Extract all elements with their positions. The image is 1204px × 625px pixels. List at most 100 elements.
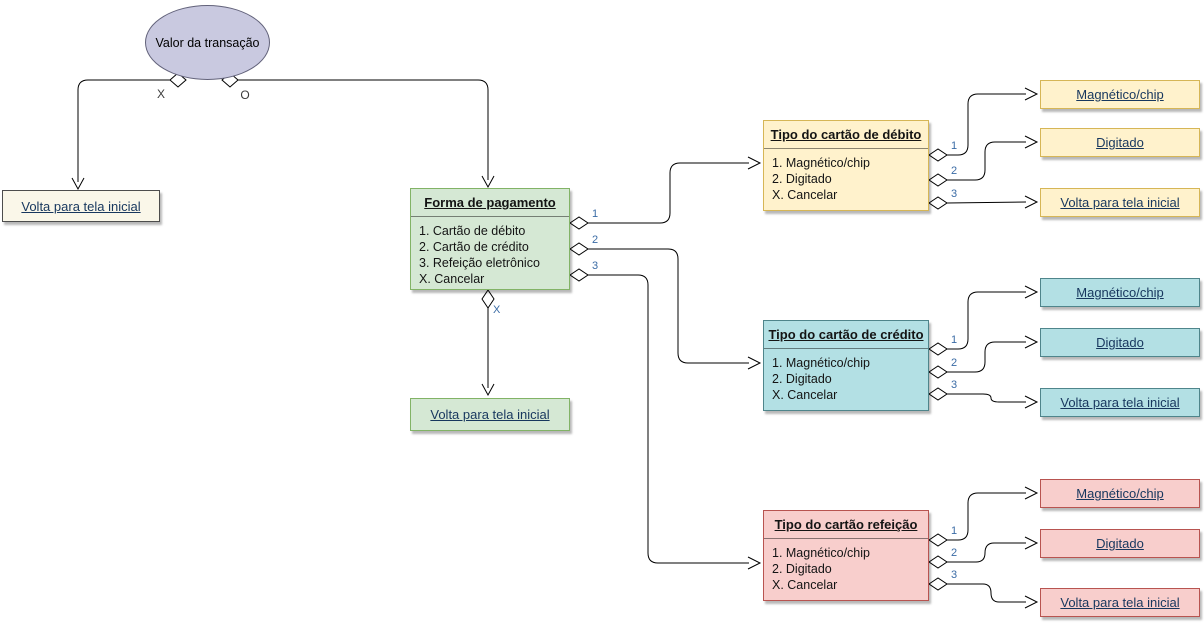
output-label: Magnético/chip [1076,486,1164,501]
connector-line [234,79,489,180]
menu-item[interactable]: 2. Cartão de crédito [419,240,529,254]
menu-item[interactable]: 1. Magnético/chip [772,156,870,170]
meal-menu-node[interactable]: Tipo do cartão refeição 1. Magnético/chi… [763,510,929,601]
branch-label: O [240,88,249,102]
meal-menu-items: 1. Magnético/chip 2. Digitado X. Cancela… [764,539,928,593]
menu-item[interactable]: X. Cancelar [772,388,838,402]
arrowhead-icon [1024,395,1039,409]
debit-output-home[interactable]: Volta para tela inicial [1040,188,1200,217]
branch-label: X [157,87,165,101]
connector-diamond-icon [928,533,948,547]
connector-label: 3 [951,188,957,200]
arrowhead-icon [747,156,762,170]
credit-output-typed[interactable]: Digitado [1040,328,1200,357]
connector-line [947,341,1026,373]
output-label: Volta para tela inicial [1060,195,1180,210]
output-label: Magnético/chip [1076,87,1164,102]
credit-menu-node[interactable]: Tipo do cartão de crédito 1. Magnético/c… [763,320,929,411]
meal-output-typed[interactable]: Digitado [1040,529,1200,558]
connector-line [588,274,749,564]
credit-menu-items: 1. Magnético/chip 2. Digitado X. Cancela… [764,349,928,403]
arrowhead-icon [1024,87,1039,101]
output-label: Digitado [1096,335,1144,350]
debit-output-typed[interactable]: Digitado [1040,128,1200,157]
connector-diamond-icon [928,342,948,356]
connector-diamond-icon [569,216,589,230]
credit-output-home[interactable]: Volta para tela inicial [1040,388,1200,417]
meal-output-magnetic[interactable]: Magnético/chip [1040,479,1200,508]
debit-menu-items: 1. Magnético/chip 2. Digitado X. Cancela… [764,149,928,203]
connector-line [947,542,1026,563]
connector-line [947,492,1026,541]
connector-diamond-icon [928,173,948,187]
output-label: Digitado [1096,135,1144,150]
connector-diamond-icon [928,387,948,401]
menu-item[interactable]: 2. Digitado [772,372,832,386]
connector-line [588,248,749,364]
connector-diamond-icon [569,268,589,282]
connector-label: 3 [951,379,957,391]
arrowhead-icon [1024,135,1039,149]
menu-item[interactable]: 1. Cartão de débito [419,224,526,238]
debit-output-magnetic[interactable]: Magnético/chip [1040,80,1200,109]
connector-label: 1 [592,208,598,220]
connector-diamond-icon [928,196,948,210]
debit-menu-node[interactable]: Tipo do cartão de débito 1. Magnético/ch… [763,120,929,211]
connector-line [947,93,1026,156]
connector-line [588,162,749,224]
payment-home-link-label: Volta para tela inicial [430,407,550,422]
connector-label: 2 [951,547,957,559]
menu-item[interactable]: X. Cancelar [419,272,485,286]
arrowhead-icon [1024,486,1039,500]
menu-item[interactable]: 2. Digitado [772,562,832,576]
connector-label: 2 [592,234,598,246]
arrowhead-icon [747,556,762,570]
connector-label: 3 [592,260,598,272]
connector-diamond-icon [928,148,948,162]
payment-menu-node[interactable]: Forma de pagamento 1. Cartão de débito 2… [410,188,570,290]
payment-home-link[interactable]: Volta para tela inicial [410,398,570,431]
arrowhead-icon [481,175,495,189]
output-label: Digitado [1096,536,1144,551]
connector-line [947,291,1026,350]
connector-label: 1 [951,140,957,152]
debit-menu-title: Tipo do cartão de débito [764,121,928,149]
connector-label: 1 [951,334,957,346]
arrowhead-icon [1024,285,1039,299]
menu-item[interactable]: X. Cancelar [772,188,838,202]
menu-item[interactable]: 2. Digitado [772,172,832,186]
start-node-label: Valor da transação [155,35,260,50]
arrowhead-icon [747,356,762,370]
start-node[interactable]: Valor da transação [145,5,270,80]
connector-diamond-icon [928,365,948,379]
menu-item[interactable]: 3. Refeição eletrônico [419,256,540,270]
credit-menu-title: Tipo do cartão de crédito [764,321,928,349]
output-label: Magnético/chip [1076,285,1164,300]
connector-line [947,141,1026,181]
credit-output-magnetic[interactable]: Magnético/chip [1040,278,1200,307]
connector-diamond-icon [928,555,948,569]
menu-item[interactable]: X. Cancelar [772,578,838,592]
menu-item[interactable]: 1. Magnético/chip [772,356,870,370]
arrowhead-icon [1024,195,1039,209]
output-label: Volta para tela inicial [1060,595,1180,610]
meal-output-home[interactable]: Volta para tela inicial [1040,588,1200,617]
connector-label: 3 [951,569,957,581]
connector-diamond-icon [569,242,589,256]
connector-line [946,201,1027,204]
output-label: Volta para tela inicial [1060,395,1180,410]
meal-menu-title: Tipo do cartão refeição [764,511,928,539]
arrowhead-icon [1024,536,1039,550]
menu-item[interactable]: 1. Magnético/chip [772,546,870,560]
payment-menu-title: Forma de pagamento [411,189,569,217]
connector-line [947,393,1026,403]
connector-label: 2 [951,357,957,369]
connector-label: 1 [951,525,957,537]
payment-menu-items: 1. Cartão de débito 2. Cartão de crédito… [411,217,569,287]
home-link-left[interactable]: Volta para tela inicial [2,190,160,222]
connector-label: 2 [951,165,957,177]
arrowhead-icon [71,177,85,191]
connector-label: X [493,304,501,316]
